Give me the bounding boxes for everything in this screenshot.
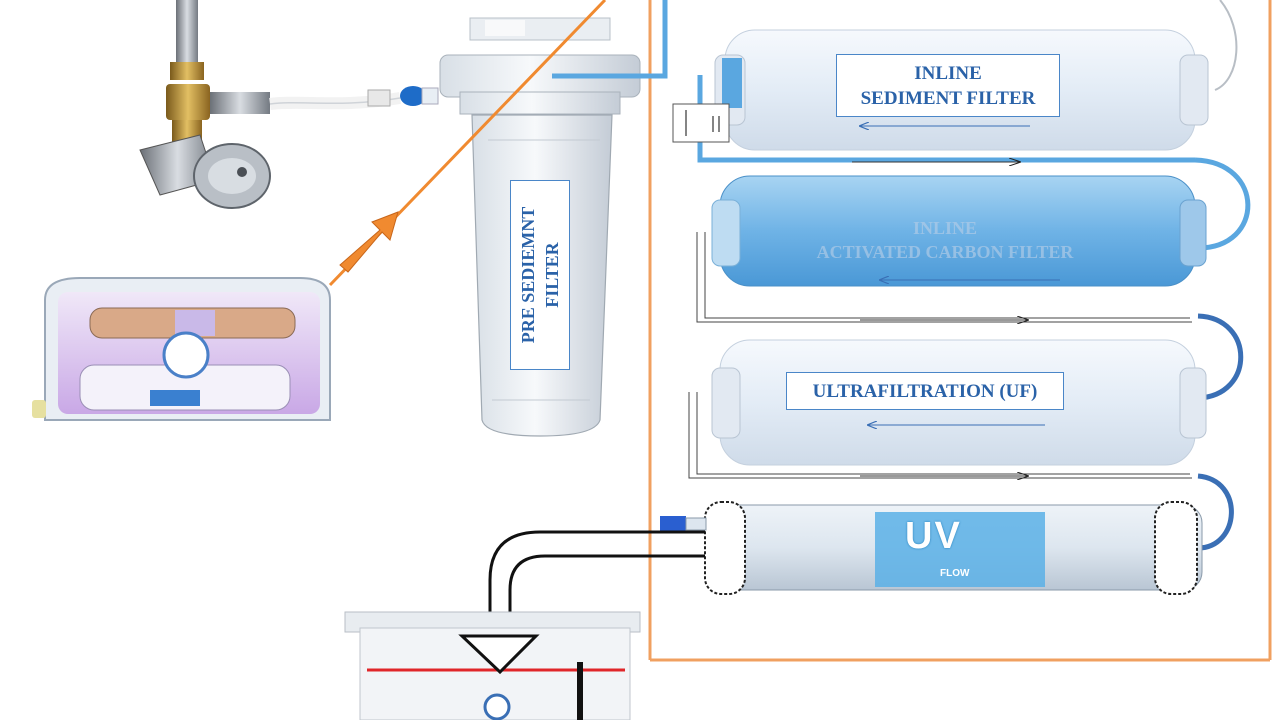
inlet-tube bbox=[269, 89, 401, 110]
blue-connector-icon bbox=[400, 86, 439, 106]
ultrafiltration-label: ULTRAFILTRATION (UF) bbox=[786, 372, 1064, 410]
uv-chamber bbox=[660, 501, 1203, 595]
pre-sediment-filter-label: PRE SEDIEMNT FILTER bbox=[510, 180, 570, 370]
flow-arrow-icon bbox=[328, 0, 607, 287]
pre-sediment-line1: PRE SEDIEMNT bbox=[518, 206, 538, 344]
water-lines bbox=[552, 0, 1251, 551]
outlet-pipe bbox=[488, 530, 705, 635]
inline-sediment-filter-label: INLINE SEDIMENT FILTER bbox=[836, 54, 1060, 117]
carbon-line2: ACTIVATED CARBON FILTER bbox=[816, 242, 1074, 262]
activated-carbon-filter-label: INLINE ACTIVATED CARBON FILTER bbox=[780, 212, 1110, 264]
uv-flow-text: FLOW bbox=[940, 568, 970, 579]
storage-tank-icon bbox=[344, 611, 641, 720]
valve-icon bbox=[139, 0, 271, 209]
purifier-unit-icon bbox=[32, 277, 331, 421]
carbon-line1: INLINE bbox=[912, 218, 978, 238]
activated-carbon-cartridge bbox=[696, 175, 1207, 322]
pre-sediment-line2: FILTER bbox=[542, 242, 562, 308]
inline-sediment-line2: SEDIMENT FILTER bbox=[860, 88, 1036, 109]
uv-mark: UV bbox=[905, 515, 962, 557]
cartridge-frame bbox=[648, 0, 1272, 662]
float-valve-icon bbox=[577, 662, 583, 720]
inline-sediment-line1: INLINE bbox=[914, 63, 982, 84]
